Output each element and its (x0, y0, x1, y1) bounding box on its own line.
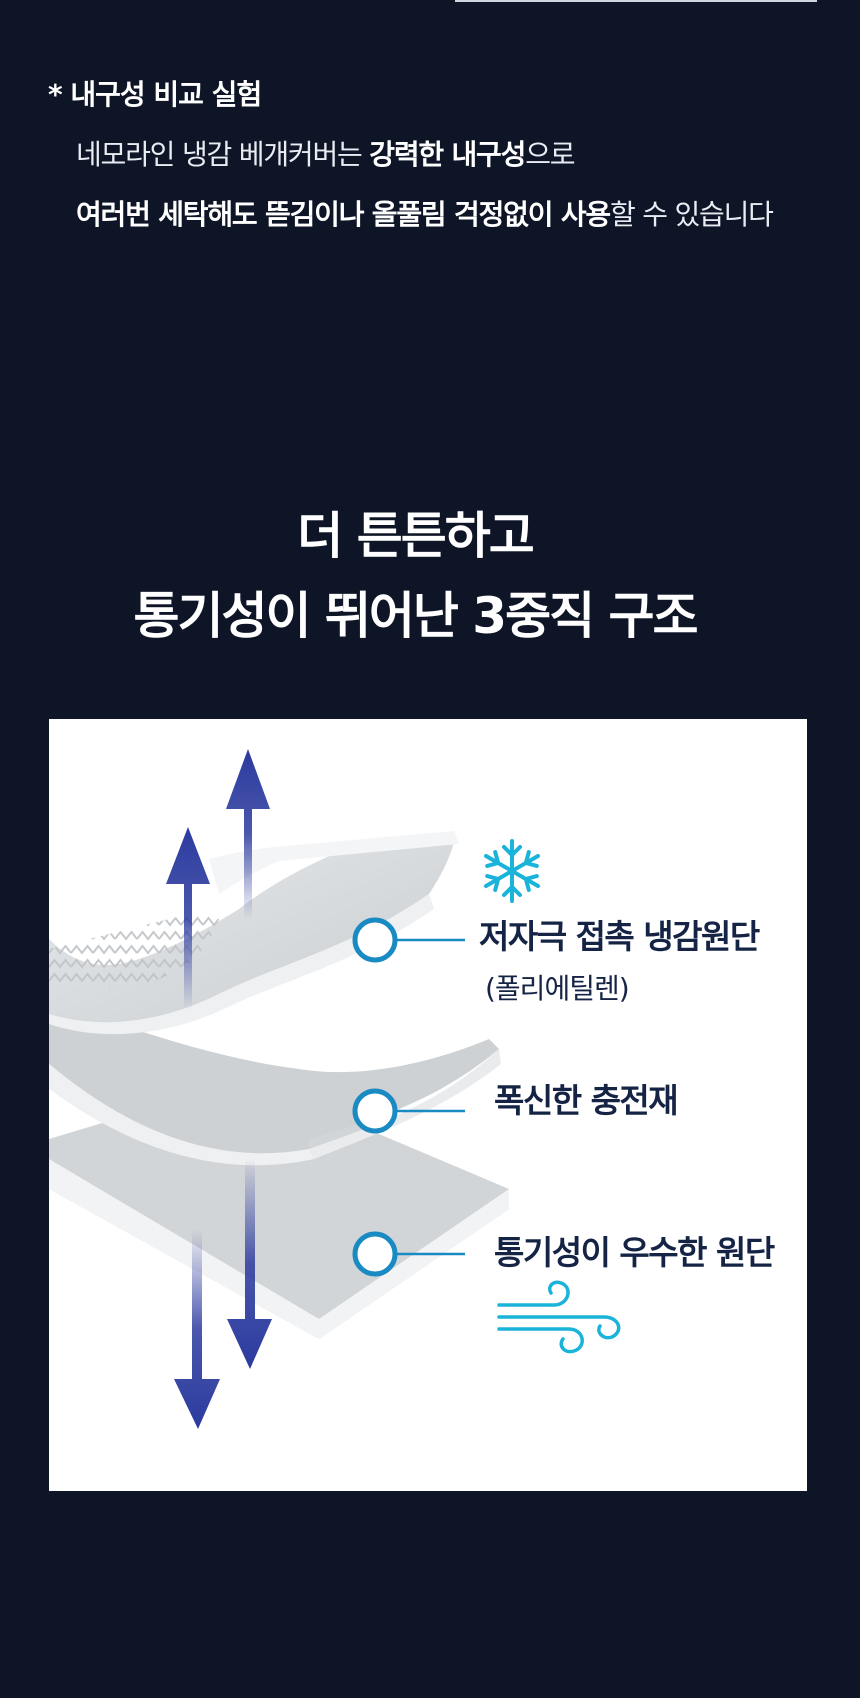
durability-section: * 내구성 비교 실험 네모라인 냉감 베개커버는 강력한 내구성으로 여러번 … (48, 78, 774, 231)
wind-icon (497, 1280, 621, 1354)
callout-layer-2 (352, 1088, 465, 1134)
structure-diagram: 저자극 접촉 냉감원단 (폴리에틸렌) 폭신한 충전재 통기성이 우수한 원단 (49, 719, 807, 1491)
top-image-edge (455, 0, 817, 2)
headline-line-1: 더 튼튼하고 (297, 507, 534, 565)
durability-text-line-2: 여러번 세탁해도 뜯김이나 올풀림 걱정없이 사용할 수 있습니다 (76, 198, 774, 231)
durability-text-line-1: 네모라인 냉감 베개커버는 강력한 내구성으로 (76, 138, 576, 171)
headline-line-2: 통기성이 뛰어난 3중직 구조 (133, 587, 698, 645)
callout-layer-3 (352, 1231, 465, 1277)
air-flow-up-arrows (166, 749, 270, 1009)
air-flow-down-arrows (174, 1159, 272, 1429)
callout-layer-1 (352, 917, 465, 963)
layer-3-title: 통기성이 우수한 원단 (494, 1233, 775, 1272)
layer-1-subtitle: (폴리에틸렌) (485, 972, 630, 1005)
layer-2-title: 폭신한 충전재 (494, 1081, 679, 1120)
durability-heading: * 내구성 비교 실험 (48, 78, 262, 111)
snowflake-icon (484, 839, 540, 903)
middle-filling-layer (49, 999, 499, 1154)
layer-illustration (49, 749, 621, 1429)
layer-1-title: 저자극 접촉 냉감원단 (479, 917, 760, 956)
